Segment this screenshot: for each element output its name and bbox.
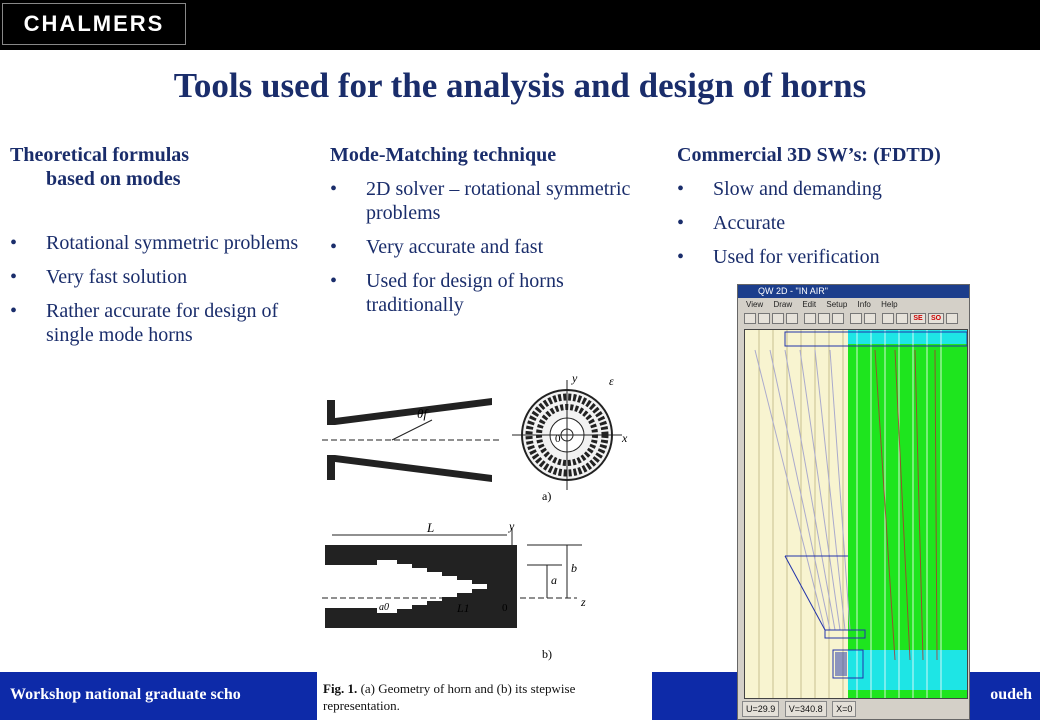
theta-label: θf: [417, 406, 429, 421]
menu-edit[interactable]: Edit: [802, 300, 817, 309]
toolbar-so-button[interactable]: SO: [928, 313, 944, 324]
list-item: Accurate: [677, 211, 1037, 235]
menu-draw[interactable]: Draw: [773, 300, 793, 309]
list-item: Rather accurate for design of single mod…: [10, 299, 300, 347]
subfigure-a-label: a): [542, 489, 551, 503]
toolbar-button[interactable]: [882, 313, 894, 324]
menu-view[interactable]: View: [746, 300, 764, 309]
bullet-list: Rotational symmetric problems Very fast …: [10, 231, 300, 347]
toolbar-button[interactable]: [758, 313, 770, 324]
toolbar-button[interactable]: [946, 313, 958, 324]
column-heading: Commercial 3D SW’s: (FDTD): [677, 144, 941, 166]
toolbar-button[interactable]: [744, 313, 756, 324]
horn-profile-a: θf: [322, 398, 502, 482]
caption-label: Fig. 1.: [323, 681, 358, 696]
toolbar-button[interactable]: [864, 313, 876, 324]
column-theoretical: Theoretical formulas based on modes Rota…: [10, 143, 300, 357]
menu-bar: View Draw Edit Setup Info Help: [738, 298, 969, 311]
origin-label: 0: [502, 602, 508, 614]
status-bar: U=29.9 V=340.8 X=0: [742, 701, 967, 717]
menu-info[interactable]: Info: [857, 300, 871, 309]
bullet-list: 2D solver – rotational symmetric problem…: [330, 177, 650, 317]
x-axis-label: x: [621, 431, 628, 445]
simulation-canvas[interactable]: [744, 329, 968, 699]
toolbar-button[interactable]: [832, 313, 844, 324]
list-item: Used for design of horns traditionally: [330, 269, 650, 317]
footer-right-text: oudeh: [990, 686, 1032, 703]
footer-left-text: Workshop national graduate scho: [10, 686, 241, 703]
horn-geometry-figure: θf y ε x 0 a) L: [317, 360, 652, 720]
list-item: Very accurate and fast: [330, 235, 650, 259]
bullet-list: Slow and demanding Accurate Used for ver…: [677, 177, 1037, 269]
simulation-window[interactable]: QW 2D - "IN AIR" View Draw Edit Setup In…: [737, 284, 970, 720]
list-item: Used for verification: [677, 245, 1037, 269]
chalmers-logo: CHALMERS: [2, 3, 186, 45]
toolbar-button[interactable]: [818, 313, 830, 324]
length-label: L: [426, 520, 434, 535]
menu-help[interactable]: Help: [881, 300, 898, 309]
subfigure-b-label: b): [542, 647, 552, 661]
heading-line-1: Theoretical formulas: [10, 144, 190, 166]
list-item: Very fast solution: [10, 265, 300, 289]
window-title: QW 2D - "IN AIR": [738, 285, 969, 298]
stepwise-profile-b: L y L1 a b a0 0 z: [322, 519, 586, 628]
slide-title: Tools used for the analysis and design o…: [173, 66, 867, 105]
epsilon-label: ε: [609, 374, 614, 388]
column-heading: Theoretical formulas based on modes: [10, 143, 300, 191]
toolbar: SE SO: [738, 311, 969, 327]
horn-diagram: θf y ε x 0 a) L: [322, 371, 628, 661]
toolbar-se-button[interactable]: SE: [910, 313, 926, 324]
status-x: X=0: [832, 701, 857, 717]
list-item: 2D solver – rotational symmetric problem…: [330, 177, 650, 225]
menu-setup[interactable]: Setup: [826, 300, 848, 309]
toolbar-button[interactable]: [804, 313, 816, 324]
circular-cross-section: y ε x 0: [512, 371, 628, 490]
column-commercial: Commercial 3D SW’s: (FDTD) Slow and dema…: [677, 143, 1037, 279]
list-item: Slow and demanding: [677, 177, 1037, 201]
origin-label: 0: [555, 433, 561, 445]
a0-label: a0: [379, 602, 389, 613]
y-axis-label: y: [508, 519, 515, 533]
toolbar-button[interactable]: [850, 313, 862, 324]
list-item: Rotational symmetric problems: [10, 231, 300, 255]
a-label: a: [551, 573, 557, 587]
column-heading: Mode-Matching technique: [330, 144, 557, 166]
b-label: b: [571, 561, 577, 575]
z-axis-label: z: [580, 595, 586, 609]
column-mode-matching: Mode-Matching technique 2D solver – rota…: [330, 143, 650, 327]
mesh-plot: [754, 330, 967, 698]
y-axis-label: y: [571, 371, 578, 385]
top-bar: CHALMERS: [0, 0, 1040, 50]
caption-text: (a) Geometry of horn and (b) its stepwis…: [323, 681, 576, 713]
status-u: U=29.9: [742, 701, 780, 717]
status-v: V=340.8: [784, 701, 827, 717]
figure-caption: Fig. 1. (a) Geometry of horn and (b) its…: [323, 680, 643, 714]
toolbar-button[interactable]: [772, 313, 784, 324]
heading-line-2: based on modes: [46, 168, 181, 190]
toolbar-button[interactable]: [786, 313, 798, 324]
length1-label: L1: [456, 601, 470, 615]
toolbar-button[interactable]: [896, 313, 908, 324]
